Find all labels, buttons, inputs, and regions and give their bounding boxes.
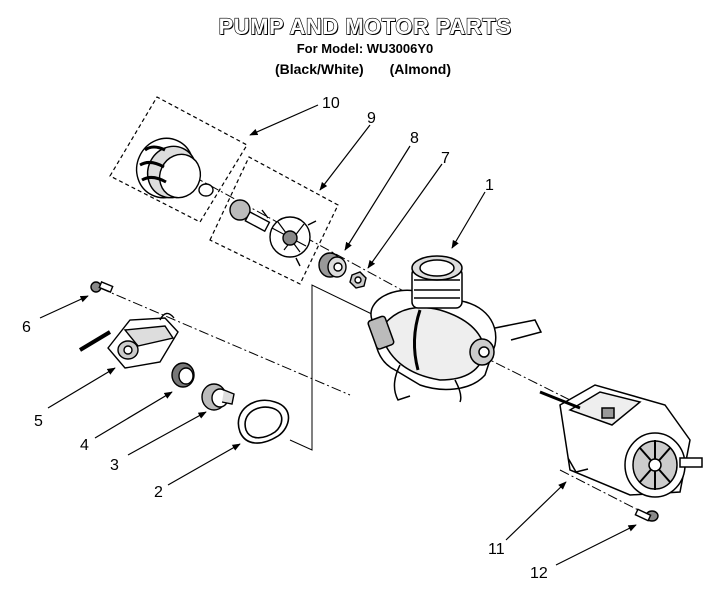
part-8-bearing: [318, 252, 347, 278]
callout-8: 8: [410, 130, 419, 147]
leader-6: [39, 295, 89, 319]
part-1-pump-housing: [367, 255, 543, 403]
leader-10: [249, 104, 319, 136]
part-9-impeller: [229, 199, 317, 267]
part-11-motor: [539, 384, 703, 498]
callout-7: 7: [441, 150, 450, 167]
model-line: For Model: WU3006Y0: [296, 41, 434, 56]
callout-2: 2: [154, 484, 163, 501]
variant-black-white: (Black/White): [274, 61, 364, 77]
variant-almond: (Almond): [389, 61, 451, 77]
group-box-10: [109, 96, 248, 223]
variant-line: (Black/White) (Almond): [0, 61, 720, 77]
leader-9: [319, 124, 371, 191]
callout-6: 6: [22, 319, 31, 336]
part-10-seal-assembly: [135, 137, 214, 199]
callout-11: 11: [488, 541, 505, 558]
callout-numbers: 10 9 8 7 1 6 5 4 3 2 11 12: [22, 95, 548, 582]
part-4-seal-ring: [171, 362, 195, 388]
part-3-grommet: [201, 383, 235, 411]
group-box-9: [209, 156, 339, 285]
leader-3: [127, 411, 207, 456]
leader-2: [167, 443, 241, 486]
part-6-screw: [90, 281, 114, 293]
leader-5: [47, 367, 116, 409]
callout-10: 10: [322, 95, 340, 112]
part-2-gasket: [237, 399, 290, 444]
callout-3: 3: [110, 457, 119, 474]
part-7-nut: [349, 271, 367, 289]
part-5-pump-cover: [78, 312, 179, 369]
page-title: PUMP AND MOTOR PARTS: [218, 13, 512, 39]
callout-12: 12: [530, 565, 548, 582]
callout-5: 5: [34, 413, 43, 430]
callout-4: 4: [80, 437, 89, 454]
leader-8: [344, 145, 411, 251]
callout-1: 1: [485, 177, 494, 194]
assembly-bracket-line: [289, 284, 381, 451]
leader-1: [451, 191, 486, 249]
part-12-screw: [634, 508, 659, 522]
callout-leaders: [39, 104, 637, 566]
leader-7: [367, 163, 443, 269]
leader-11: [505, 481, 567, 541]
callout-9: 9: [367, 110, 376, 127]
leader-12: [555, 524, 637, 566]
leader-4: [94, 391, 173, 439]
